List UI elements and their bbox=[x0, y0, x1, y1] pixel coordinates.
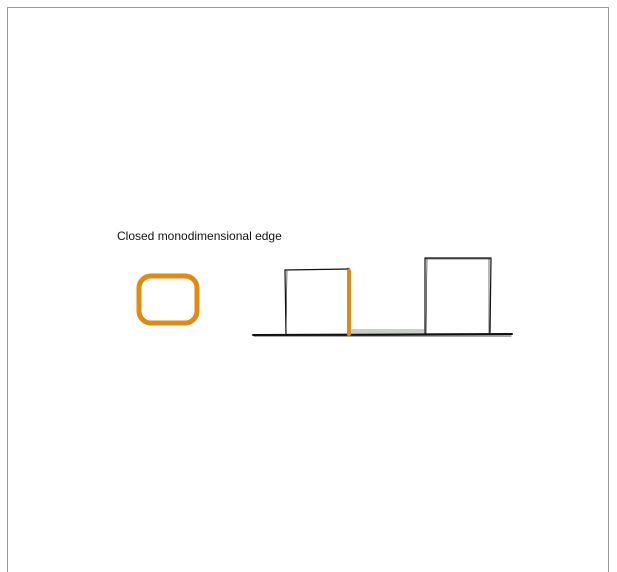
left-box bbox=[285, 268, 349, 335]
ground-line bbox=[253, 334, 512, 336]
right-box bbox=[425, 258, 491, 334]
closed-edge-loop bbox=[139, 276, 197, 323]
gap-strip bbox=[350, 329, 424, 333]
